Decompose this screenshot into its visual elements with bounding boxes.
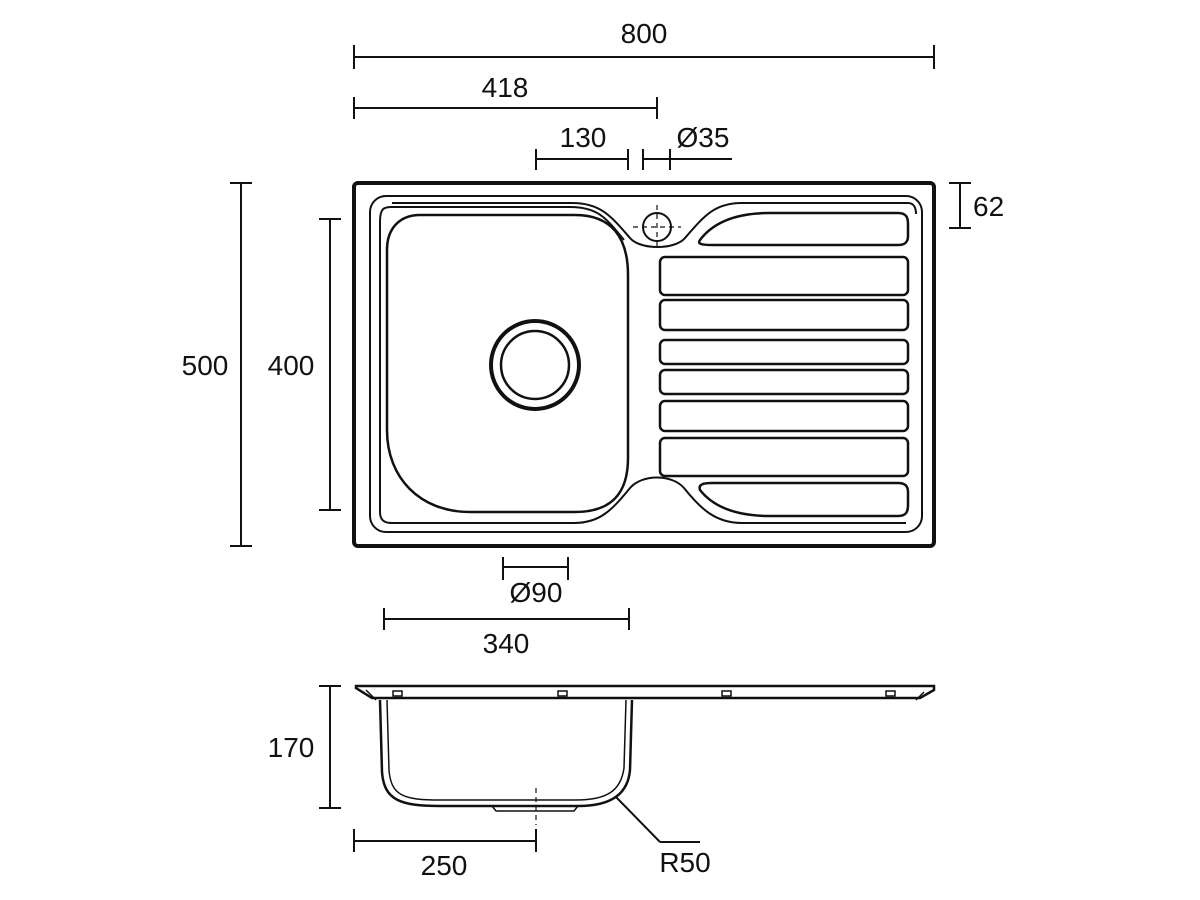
dim-label-250: 250 bbox=[421, 850, 468, 881]
waste-outer-ring bbox=[489, 319, 581, 411]
sink-bowl bbox=[385, 213, 630, 514]
dimension-bowl-width: 340 bbox=[383, 608, 630, 659]
dim-label-d90: Ø90 bbox=[510, 577, 563, 608]
dim-label-r50: R50 bbox=[659, 847, 710, 878]
clip-slot bbox=[885, 690, 896, 697]
dim-label-340: 340 bbox=[483, 628, 530, 659]
dimension-overall-depth: 500 bbox=[182, 182, 252, 547]
dimension-tap-offset: 418 bbox=[353, 72, 658, 119]
dim-label-d35: Ø35 bbox=[677, 122, 730, 153]
sink-top-view bbox=[352, 181, 936, 548]
clip-slot bbox=[721, 690, 732, 697]
tap-hole bbox=[633, 205, 681, 250]
dimension-tap-diameter: Ø35 bbox=[642, 122, 732, 170]
dim-label-62: 62 bbox=[973, 191, 1004, 222]
side-deck bbox=[354, 684, 936, 700]
side-bowl-inner bbox=[386, 699, 627, 801]
sink-inner-rim bbox=[369, 195, 923, 533]
dimension-bowl-depth: 400 bbox=[268, 218, 341, 511]
dimension-overall-width: 800 bbox=[353, 18, 935, 69]
dim-label-130: 130 bbox=[560, 122, 607, 153]
side-waste-outlet bbox=[491, 805, 579, 812]
dim-label-418: 418 bbox=[482, 72, 529, 103]
dimension-corner-radius: R50 bbox=[615, 796, 711, 878]
clip-slot bbox=[557, 690, 568, 697]
sink-outer-rim bbox=[352, 181, 936, 548]
dim-label-400: 400 bbox=[268, 350, 315, 381]
dimension-rim-depth: 62 bbox=[949, 182, 1004, 229]
sink-side-view bbox=[354, 684, 936, 825]
waste-inner-ring bbox=[499, 329, 571, 401]
dim-label-500: 500 bbox=[182, 350, 229, 381]
side-bowl-outer bbox=[378, 699, 634, 808]
dimension-waste-diameter: Ø90 bbox=[502, 557, 569, 608]
dim-label-170: 170 bbox=[268, 732, 315, 763]
drainer-grooves bbox=[658, 211, 910, 518]
dimension-tap-spacing: 130 bbox=[535, 122, 629, 170]
dimension-waste-offset: 250 bbox=[353, 829, 537, 881]
dim-label-800: 800 bbox=[621, 18, 668, 49]
clip-slot bbox=[392, 690, 403, 697]
dimension-bowl-height: 170 bbox=[268, 685, 341, 809]
bowl-deck-contour bbox=[379, 202, 917, 524]
